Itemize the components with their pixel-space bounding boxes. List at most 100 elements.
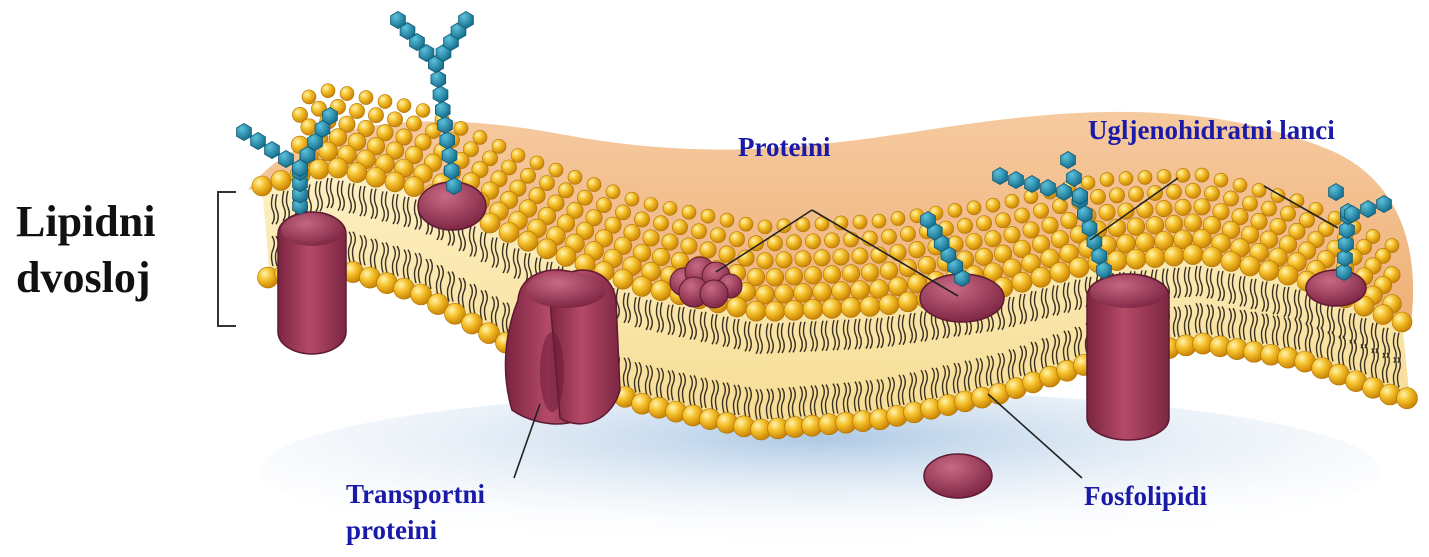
upper-lipid-head [786, 235, 801, 250]
upper-lipid-head [347, 163, 367, 183]
upper-lipid-head [765, 301, 785, 321]
upper-lipid-head [1185, 183, 1200, 198]
upper-lipid-head [530, 156, 544, 170]
upper-lipid-head [1195, 168, 1209, 182]
upper-lipid-head [549, 163, 563, 177]
upper-lipid-head [651, 281, 671, 301]
upper-lipid-head [841, 297, 861, 317]
upper-lipid-head [1004, 227, 1020, 243]
upper-lipid-head [729, 232, 744, 247]
upper-lipid-head [805, 234, 820, 249]
upper-lipid-head [492, 139, 506, 153]
label-lipidni: Lipidni [16, 196, 155, 248]
upper-lipid-head [349, 103, 364, 118]
sugar-chain-d [1067, 170, 1082, 187]
upper-lipid-head [340, 87, 354, 101]
upper-lipid-head [252, 176, 272, 196]
upper-lipid-head [1183, 245, 1203, 265]
upper-lipid-head [899, 259, 917, 277]
upper-lipid-head [1221, 251, 1241, 271]
label-fosfolipidi: Fosfolipidi [1084, 481, 1207, 512]
sugar-chain-a [279, 151, 294, 168]
upper-lipid-head [615, 205, 630, 220]
upper-lipid-head [700, 242, 716, 258]
upper-lipid-head [1100, 173, 1114, 187]
upper-lipid-head [404, 177, 424, 197]
upper-lipid-head [814, 250, 830, 266]
transmembrane-protein-left-cap [281, 214, 343, 246]
upper-lipid-head [368, 108, 383, 123]
upper-lipid-head [1259, 261, 1279, 281]
upper-lipid-head [596, 197, 611, 212]
upper-lipid-head [804, 267, 822, 285]
upper-lipid-head [1127, 218, 1145, 236]
upper-lipid-head [1090, 189, 1105, 204]
sugar-chain-e [1345, 206, 1360, 223]
upper-lipid-head [1233, 178, 1247, 192]
transport-protein-channel [540, 332, 564, 412]
sugar-chain-d [1073, 188, 1088, 205]
upper-lipid-head [757, 253, 773, 269]
upper-lipid-head [1166, 184, 1181, 199]
sugar-chain-d [1025, 176, 1040, 193]
transport-protein-top [526, 272, 606, 308]
upper-lipid-head [378, 95, 392, 109]
upper-lipid-head [1278, 265, 1298, 285]
sugar-chain-e [1361, 201, 1376, 218]
upper-lipid-head [1005, 194, 1019, 208]
sugar-chain-a [265, 142, 280, 159]
upper-lipid-head [1242, 196, 1257, 211]
upper-lipid-head [832, 282, 851, 301]
upper-lipid-head [397, 99, 411, 113]
bilayer-bracket [218, 192, 236, 326]
label-transport-proteini: proteini [346, 515, 437, 546]
upper-lipid-head [833, 249, 849, 265]
upper-lipid-head [1204, 186, 1219, 201]
sugar-chain-a [237, 124, 252, 141]
upper-lipid-head [985, 231, 1001, 247]
upper-lipid-head [1052, 199, 1067, 214]
upper-lipid-head [1061, 212, 1077, 228]
upper-lipid-head [803, 299, 823, 319]
upper-lipid-head [511, 149, 525, 163]
upper-lipid-head [898, 292, 918, 312]
upper-lipid-head [309, 159, 329, 179]
upper-lipid-head [625, 192, 639, 206]
label-transportni: Transportni [346, 479, 485, 510]
upper-lipid-head [568, 170, 582, 184]
upper-lipid-head [1156, 200, 1172, 216]
upper-lipid-head [416, 103, 430, 117]
upper-lipid-head [822, 298, 842, 318]
upper-lipid-head [359, 91, 373, 105]
upper-lipid-head [776, 252, 792, 268]
upper-lipid-head [739, 217, 753, 231]
upper-lipid-head [880, 262, 898, 280]
upper-lipid-head [891, 212, 905, 226]
sugar-chain-b [433, 86, 448, 103]
upper-lipid-head [1261, 201, 1276, 216]
upper-lipid-head [853, 215, 867, 229]
upper-lipid-head [701, 209, 715, 223]
upper-lipid-head [556, 246, 576, 266]
upper-lipid-head [518, 231, 538, 251]
sugar-chain-b [459, 12, 474, 29]
upper-lipid-head [852, 248, 868, 264]
upper-lipid-head [720, 213, 734, 227]
upper-lipid-head [558, 183, 573, 198]
upper-lipid-head [613, 269, 633, 289]
upper-lipid-head [1202, 247, 1222, 267]
lower-lipid-head [1397, 388, 1418, 409]
sugar-chain-d [1009, 172, 1024, 189]
upper-lipid-head [872, 214, 886, 228]
sugar-chain-b [431, 71, 446, 88]
upper-lipid-head [672, 220, 687, 235]
sugar-chain-e [1329, 184, 1344, 201]
sugar-chain-b [442, 147, 457, 164]
upper-lipid-head [537, 239, 557, 259]
upper-lipid-head [681, 238, 697, 254]
upper-lipid-head [1126, 249, 1146, 269]
upper-lipid-head [967, 201, 981, 215]
upper-lipid-head [663, 201, 677, 215]
upper-lipid-head [918, 256, 936, 274]
upper-lipid-head [587, 178, 601, 192]
